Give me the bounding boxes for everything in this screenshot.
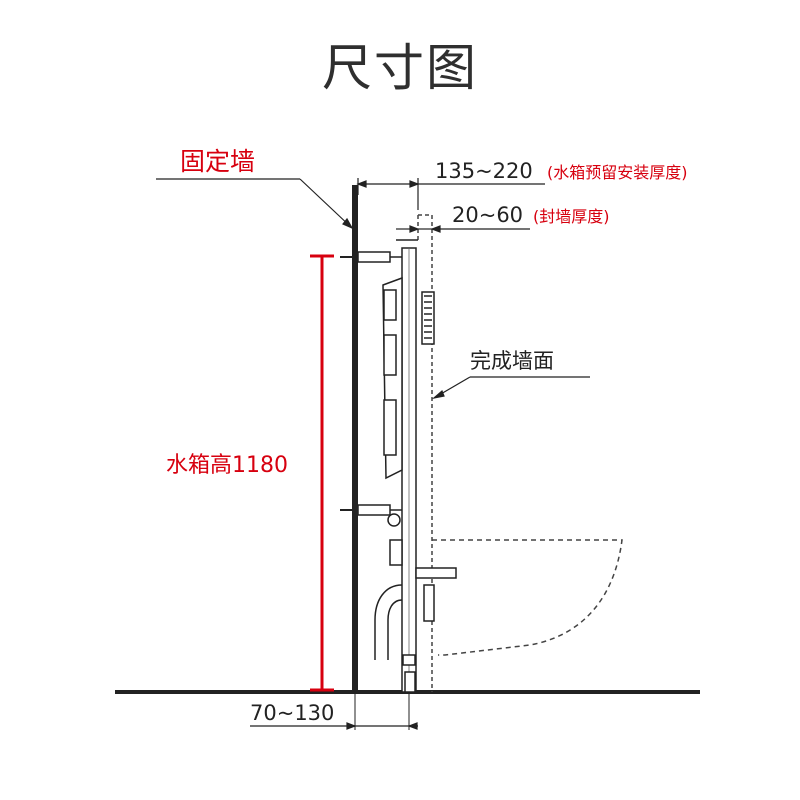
fixed-wall [352,185,358,692]
tank-depth-value: 135~220 [435,159,533,183]
page-title: 尺寸图 [322,39,478,97]
fixed-wall-leader [156,178,354,230]
seal-thickness-note: (封墙厚度) [533,207,610,226]
fixed-wall-label: 固定墙 [180,147,255,176]
bottom-dimension [250,722,418,730]
finished-wall-leader [431,376,590,400]
tank-depth-note: (水箱预留安装厚度) [547,163,688,182]
cistern-frame [340,239,457,730]
toilet-bowl [432,539,623,656]
finished-wall-label: 完成墙面 [470,349,554,373]
tank-depth-dimension [356,178,545,210]
seal-thickness-value: 20~60 [452,203,523,227]
tank-height-label: 水箱高1180 [166,453,288,478]
seal-thickness-dimension [396,225,530,233]
bottom-dimension-label: 70~130 [250,701,334,725]
tank-height-dimension [310,254,334,692]
